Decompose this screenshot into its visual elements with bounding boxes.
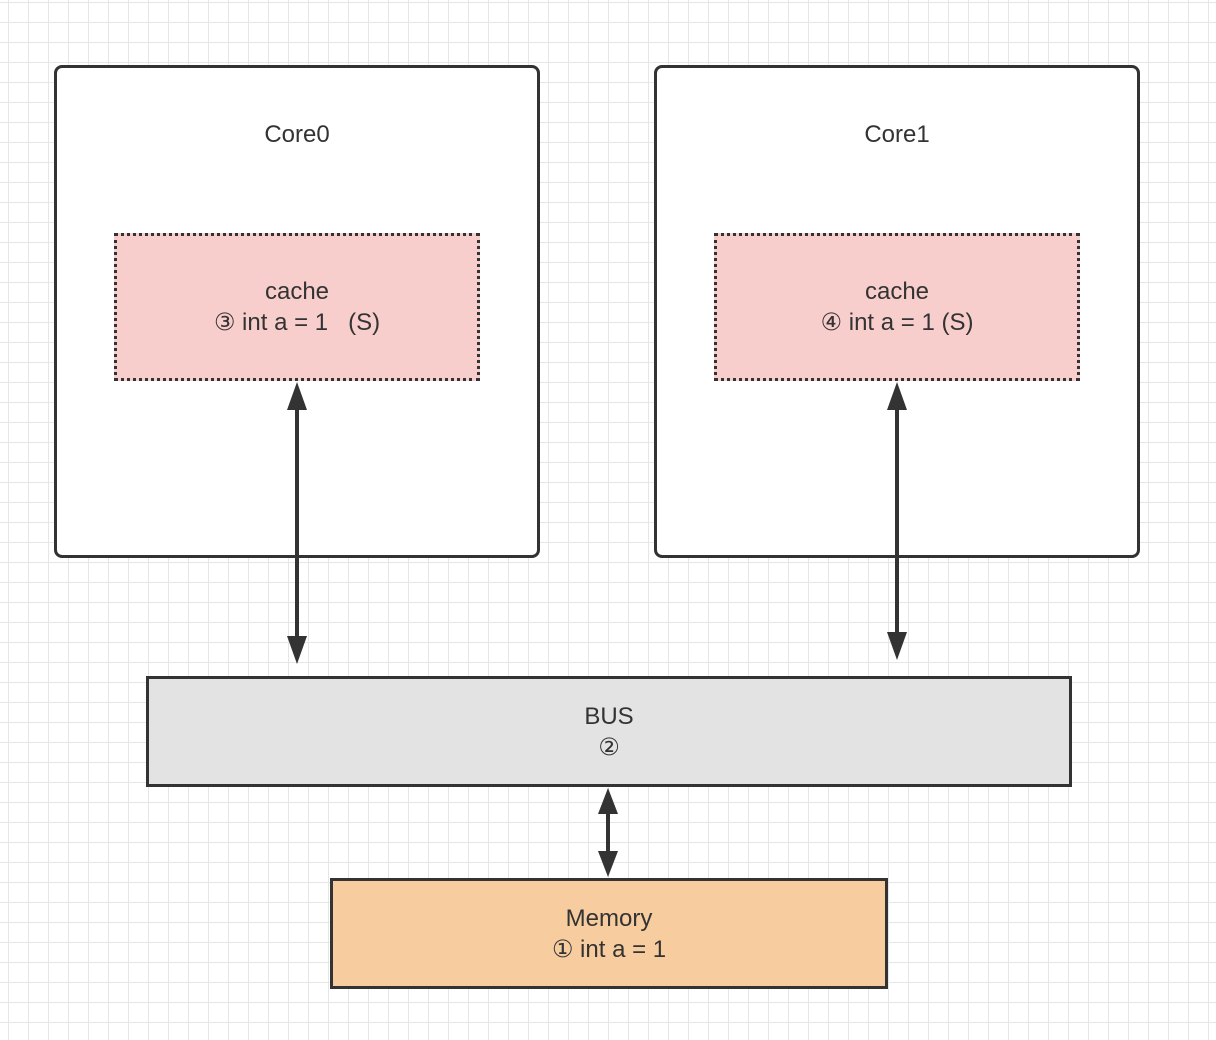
memory-box: Memory ① int a = 1	[330, 878, 888, 989]
core0-cache-label: cache	[264, 278, 330, 305]
core1-cache-value: ④ int a = 1 (S)	[820, 309, 974, 336]
core1-cache-label: cache	[864, 278, 930, 305]
core0-arrowhead-down	[287, 636, 307, 664]
core0-cache-bus-arrow	[287, 382, 307, 664]
core0-arrowhead-up	[287, 382, 307, 410]
core0-cache-box: cache ③ int a = 1 (S)	[114, 233, 480, 381]
core1-title: Core1	[864, 121, 930, 148]
bus-box: BUS ②	[146, 676, 1072, 787]
bus-label: BUS	[584, 702, 634, 730]
core1-arrowhead-down	[887, 632, 907, 660]
bus-memory-arrowhead-down	[598, 851, 618, 877]
core1-arrowhead-up	[887, 382, 907, 410]
core0-title: Core0	[264, 121, 330, 148]
memory-label: Memory	[565, 904, 653, 932]
memory-value: ① int a = 1	[551, 935, 667, 963]
bus-memory-arrowhead-up	[598, 788, 618, 814]
core1-cache-bus-arrow	[887, 382, 907, 660]
core1-cache-box: cache ④ int a = 1 (S)	[714, 233, 1080, 381]
bus-step: ②	[598, 733, 620, 761]
core0-cache-value: ③ int a = 1 (S)	[213, 309, 381, 336]
bus-memory-arrow	[598, 788, 618, 877]
